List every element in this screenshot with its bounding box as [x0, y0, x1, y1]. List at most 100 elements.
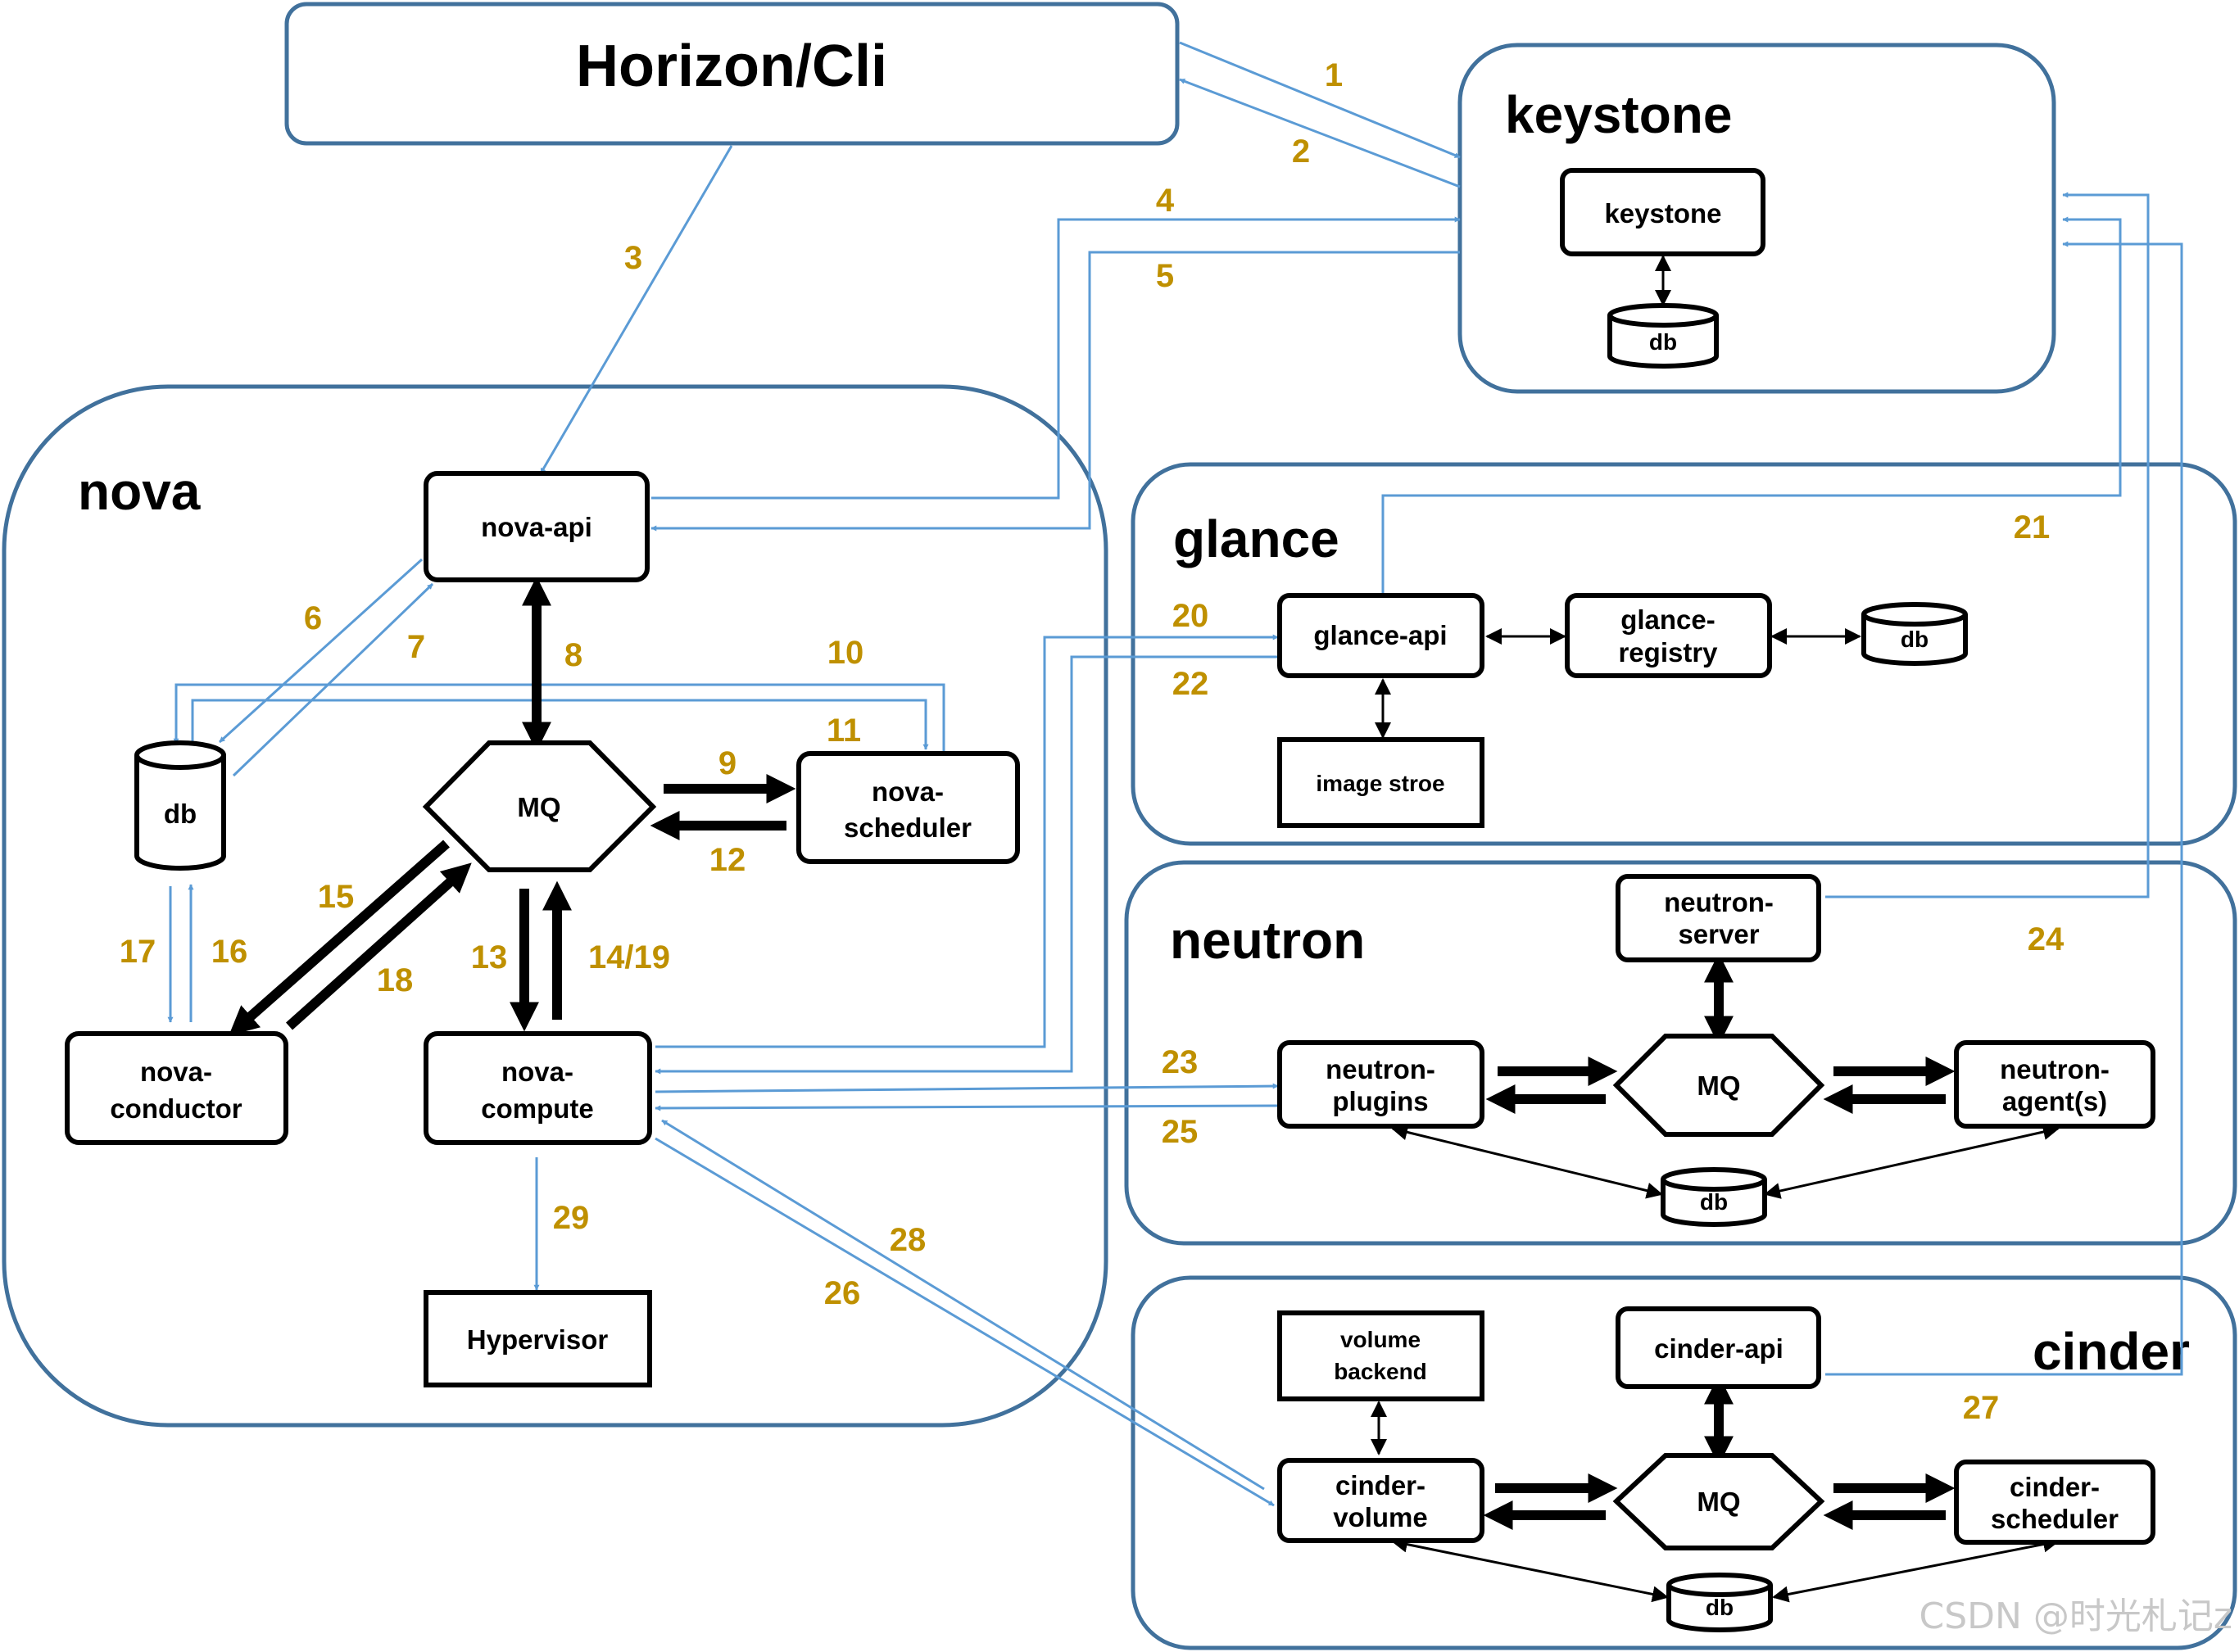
nova-scheduler-label-1: nova- — [872, 776, 944, 807]
arrow-step-5 — [650, 251, 1460, 532]
nova-api-label: nova-api — [481, 512, 592, 542]
neutron-server-node: neutron- server — [1616, 874, 1821, 962]
arrow-step-1 — [1179, 41, 1461, 159]
neutron-agents-db-link — [1764, 1124, 2060, 1199]
cinder-mq-node: MQ — [1612, 1453, 1825, 1550]
step-label-7: 7 — [407, 629, 425, 665]
cinder-scheduler-node: cinder- scheduler — [1954, 1460, 2155, 1545]
nova-title: nova — [78, 462, 201, 521]
hypervisor-node: Hypervisor — [424, 1290, 652, 1387]
step-label-20: 20 — [1172, 598, 1209, 634]
watermark: CSDN @时光札记z — [1919, 1595, 2232, 1637]
keystone-db-label: db — [1649, 329, 1677, 355]
step-label-11: 11 — [827, 713, 861, 749]
neutron-agents-label-1: neutron- — [2000, 1054, 2110, 1084]
glance-title: glance — [1173, 509, 1339, 568]
cinder-volume-db-link — [1391, 1536, 1669, 1603]
step-label-17: 17 — [120, 934, 156, 970]
keystone-title: keystone — [1505, 85, 1732, 144]
glance-registry-label-2: registry — [1618, 637, 1718, 668]
arrow-step-23 — [655, 1083, 1279, 1093]
neutron-title: neutron — [1170, 911, 1365, 970]
arrow-step-15 — [229, 840, 450, 1036]
arrow-step-3 — [539, 145, 733, 474]
nova-compute-label-1: nova- — [501, 1057, 573, 1087]
volume-backend-label-1: volume — [1340, 1327, 1421, 1352]
step-label-28: 28 — [890, 1222, 927, 1258]
arrow-step-10 — [173, 683, 945, 752]
step-label-12: 12 — [709, 842, 746, 878]
arrow-step-27 — [1825, 241, 2183, 1376]
black-connectors — [1371, 255, 2060, 1603]
arrow-step-11 — [191, 699, 929, 750]
glance-api-label: glance-api — [1313, 620, 1447, 650]
glance-db-node: db — [1861, 602, 1968, 666]
horizon-cli-box — [284, 2, 1180, 146]
nova-db-label: db — [164, 799, 197, 829]
neutron-agents-node: neutron- agent(s) — [1954, 1040, 2155, 1129]
arrow-step-28 — [661, 1119, 1265, 1491]
step-label-4: 4 — [1156, 183, 1175, 219]
step-label-14-19: 14/19 — [588, 939, 670, 975]
nova-compute-node: nova- compute — [424, 1031, 652, 1145]
nova-conductor-label-2: conductor — [110, 1093, 242, 1124]
step-label-27: 27 — [1963, 1390, 2000, 1426]
nova-compute-label-2: compute — [481, 1093, 594, 1124]
nova-group — [2, 384, 1108, 1428]
step-label-16: 16 — [211, 934, 248, 970]
neutron-plugins-node: neutron- plugins — [1277, 1040, 1484, 1129]
arrow-step-21 — [1381, 216, 2122, 594]
step-label-15: 15 — [318, 879, 355, 915]
step-label-2: 2 — [1292, 134, 1310, 170]
step-label-25: 25 — [1162, 1114, 1199, 1150]
cinder-title: cinder — [2033, 1322, 2190, 1381]
nova-scheduler-node: nova- scheduler — [796, 751, 1020, 864]
arrow-step-22 — [655, 655, 1278, 1075]
arrow-step-24 — [1825, 192, 2150, 898]
glance-db-label: db — [1901, 627, 1929, 652]
step-label-26: 26 — [824, 1275, 861, 1311]
cinder-volume-label-1: cinder- — [1335, 1470, 1425, 1500]
neutron-server-label-2: server — [1678, 919, 1759, 949]
neutron-mq-label: MQ — [1697, 1070, 1740, 1101]
horizon-cli-label: Horizon/Cli — [576, 34, 887, 99]
cinder-volume-label-2: volume — [1333, 1502, 1428, 1532]
nova-mq-label: MQ — [517, 792, 560, 822]
nova-db-node: db — [134, 740, 226, 871]
cinder-scheduler-label-2: scheduler — [1991, 1504, 2119, 1534]
arrow-step-7 — [232, 582, 434, 777]
step-label-18: 18 — [377, 962, 414, 998]
cinder-volume-node: cinder- volume — [1277, 1458, 1484, 1543]
step-label-23: 23 — [1162, 1044, 1199, 1080]
blue-connectors — [167, 41, 2183, 1507]
neutron-plugins-label-2: plugins — [1332, 1086, 1428, 1116]
volume-backend-node: volume backend — [1277, 1310, 1484, 1401]
arrow-step-25 — [655, 1104, 1279, 1111]
arrow-step-6 — [218, 558, 424, 744]
neutron-db-node: db — [1661, 1167, 1767, 1227]
step-label-10: 10 — [827, 635, 864, 671]
neutron-db-label: db — [1700, 1189, 1728, 1215]
step-labels: 1 2 3 4 5 6 7 8 9 10 11 12 13 14/19 15 1… — [120, 57, 2065, 1426]
keystone-service-label: keystone — [1604, 198, 1721, 229]
step-label-1: 1 — [1325, 57, 1343, 93]
nova-api-node: nova-api — [424, 471, 650, 582]
cinder-scheduler-label-1: cinder- — [2010, 1472, 2100, 1502]
glance-group — [1131, 462, 2237, 846]
cinder-group — [1131, 1275, 2237, 1650]
neutron-server-label-1: neutron- — [1664, 887, 1774, 917]
arrow-step-20 — [655, 634, 1279, 1048]
nova-conductor-node: nova- conductor — [65, 1031, 288, 1145]
nova-conductor-label-1: nova- — [140, 1057, 212, 1087]
volume-backend-label-2: backend — [1334, 1359, 1427, 1384]
neutron-group — [1124, 860, 2237, 1246]
step-label-13: 13 — [471, 939, 508, 975]
neutron-agents-label-2: agent(s) — [2002, 1086, 2107, 1116]
step-label-5: 5 — [1156, 258, 1174, 294]
arrow-step-26 — [655, 1137, 1275, 1507]
cinder-api-node: cinder-api — [1616, 1306, 1821, 1389]
arrow-step-4 — [651, 216, 1461, 500]
step-label-29: 29 — [553, 1200, 590, 1236]
arrow-step-18 — [285, 862, 472, 1030]
